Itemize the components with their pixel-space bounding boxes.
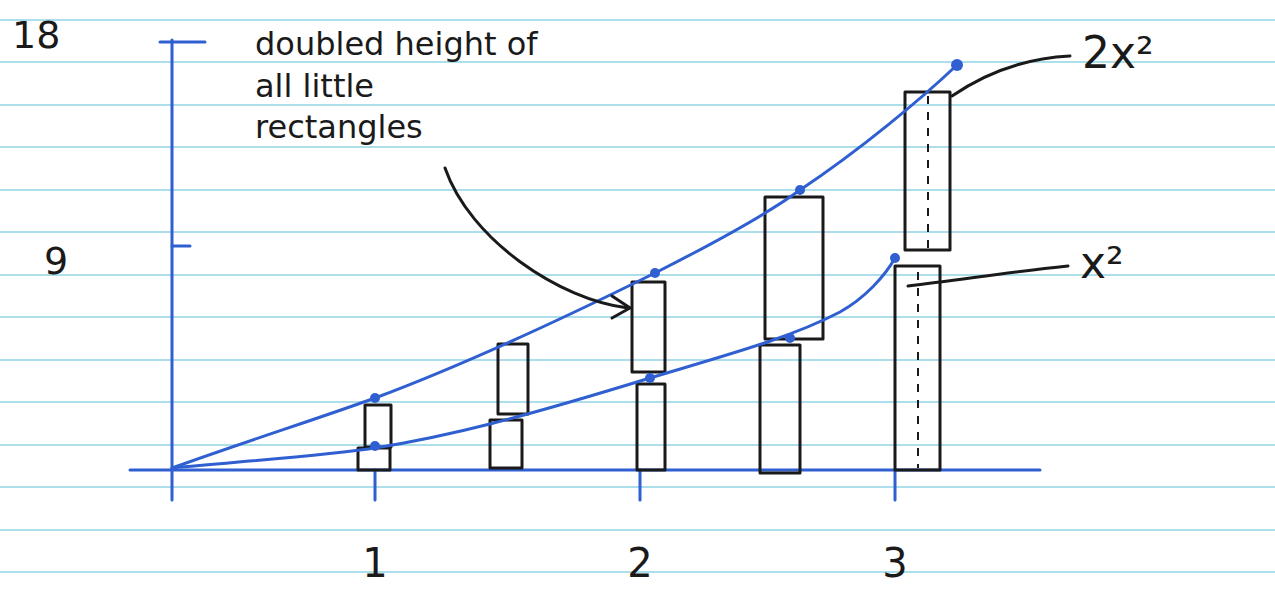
y-axis bbox=[171, 40, 174, 500]
axis-value: 1 bbox=[362, 540, 387, 586]
arrow-head bbox=[612, 296, 630, 318]
dot bbox=[650, 268, 660, 278]
paper-rule-lines bbox=[0, 20, 1275, 572]
annotation-note: doubled height of all little rectangles bbox=[255, 24, 545, 149]
axis-value: 3 bbox=[882, 540, 907, 586]
rectangle bbox=[637, 384, 665, 470]
curve-x-squared bbox=[172, 258, 895, 468]
y-tick-9 bbox=[172, 245, 190, 248]
axis-value: 2 bbox=[627, 540, 652, 586]
rectangle bbox=[760, 345, 800, 473]
rectangle bbox=[490, 420, 522, 468]
rectangles bbox=[358, 92, 950, 473]
dashed-midline bbox=[918, 96, 928, 468]
axis-value: 9 bbox=[44, 240, 68, 284]
y-axis-top-tick bbox=[160, 41, 205, 44]
dot bbox=[951, 59, 963, 71]
rectangle bbox=[632, 282, 665, 372]
dot bbox=[370, 441, 380, 451]
curve-label: x² bbox=[1080, 238, 1124, 289]
rectangle bbox=[765, 197, 823, 339]
x-tick-2 bbox=[639, 470, 642, 500]
x-tick-1 bbox=[374, 470, 377, 500]
dot bbox=[890, 253, 900, 263]
leader-lines bbox=[445, 56, 1070, 318]
dot bbox=[785, 333, 795, 343]
rectangle bbox=[498, 344, 528, 414]
x-tick-3 bbox=[894, 470, 897, 500]
leader-line bbox=[952, 56, 1070, 96]
curve-label: 2x² bbox=[1082, 28, 1154, 79]
curve-dots bbox=[370, 59, 963, 451]
axis-value: 18 bbox=[12, 14, 60, 58]
dot bbox=[795, 185, 805, 195]
leader-line bbox=[908, 266, 1068, 286]
rectangle bbox=[365, 405, 391, 447]
annotation-arrow bbox=[445, 168, 628, 308]
rectangle bbox=[358, 448, 390, 470]
dot bbox=[645, 373, 655, 383]
dot bbox=[370, 393, 380, 403]
